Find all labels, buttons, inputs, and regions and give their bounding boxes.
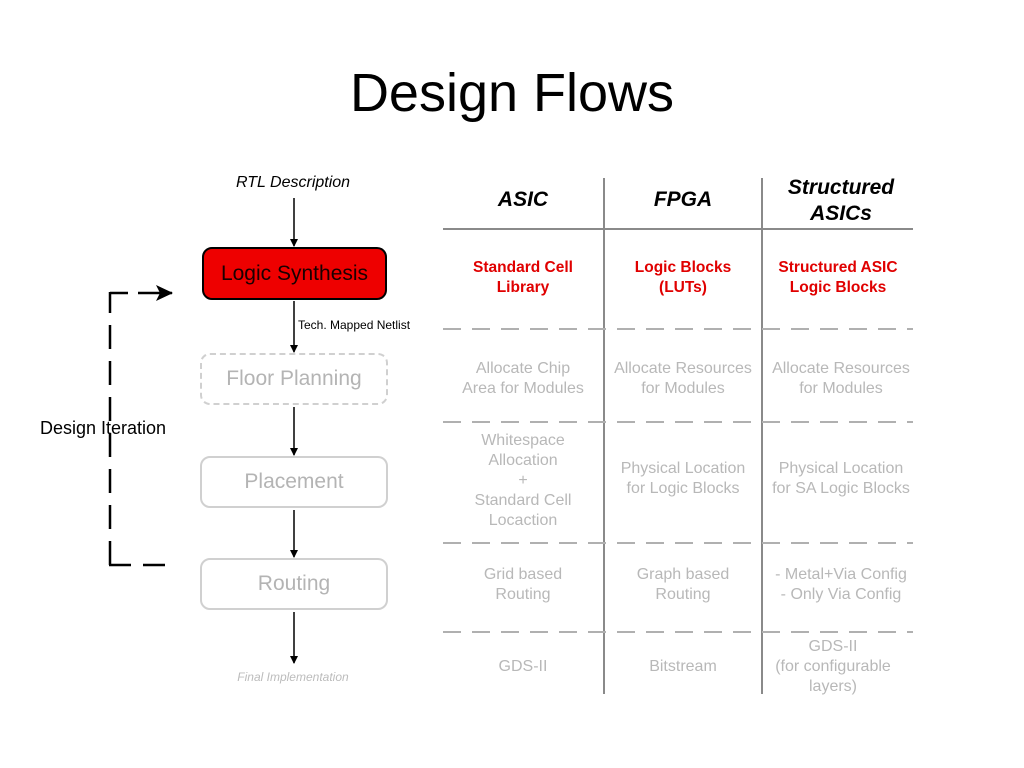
cell-sasic-output: GDS-II (for configurable layers) xyxy=(775,638,891,695)
cell-fpga-library: Logic Blocks (LUTs) xyxy=(634,259,732,296)
header-fpga: FPGA xyxy=(653,188,713,211)
cell-asic-floorplan: Allocate Chip Area for Modules xyxy=(462,360,584,397)
routing-step: Routing xyxy=(200,558,388,610)
floor-planning-step: Floor Planning xyxy=(200,353,388,405)
slide-title: Design Flows xyxy=(349,63,675,123)
cell-sasic-routing: - Metal+Via Config - Only Via Config xyxy=(775,566,907,603)
cell-asic-output: GDS-II xyxy=(498,658,548,675)
cell-fpga-output: Bitstream xyxy=(649,658,717,675)
placement-step: Placement xyxy=(200,456,388,508)
header-structured-asics: Structured ASICs xyxy=(787,176,895,225)
design-iteration-label: Design Iteration xyxy=(40,418,167,438)
design-iteration-loop xyxy=(108,285,173,567)
rtl-description-label: RTL Description xyxy=(235,174,351,191)
cell-fpga-routing: Graph based Routing xyxy=(636,566,730,603)
cell-sasic-placement: Physical Location for SA Logic Blocks xyxy=(772,460,910,497)
cell-asic-placement: Whitespace Allocation + Standard Cell Lo… xyxy=(474,432,572,529)
cell-sasic-floorplan: Allocate Resources for Modules xyxy=(772,360,910,397)
cell-asic-routing: Grid based Routing xyxy=(483,566,563,603)
logic-synthesis-step: Logic Synthesis xyxy=(202,247,387,300)
cell-fpga-placement: Physical Location for Logic Blocks xyxy=(620,460,746,497)
table-grid xyxy=(443,178,913,694)
header-asic: ASIC xyxy=(497,188,549,211)
cell-sasic-library: Structured ASIC Logic Blocks xyxy=(778,259,898,296)
cell-asic-library: Standard Cell Library xyxy=(473,259,573,296)
final-implementation-label: Final Implementation xyxy=(237,670,349,684)
cell-fpga-floorplan: Allocate Resources for Modules xyxy=(614,360,752,397)
tech-mapped-netlist-label: Tech. Mapped Netlist xyxy=(298,318,411,332)
